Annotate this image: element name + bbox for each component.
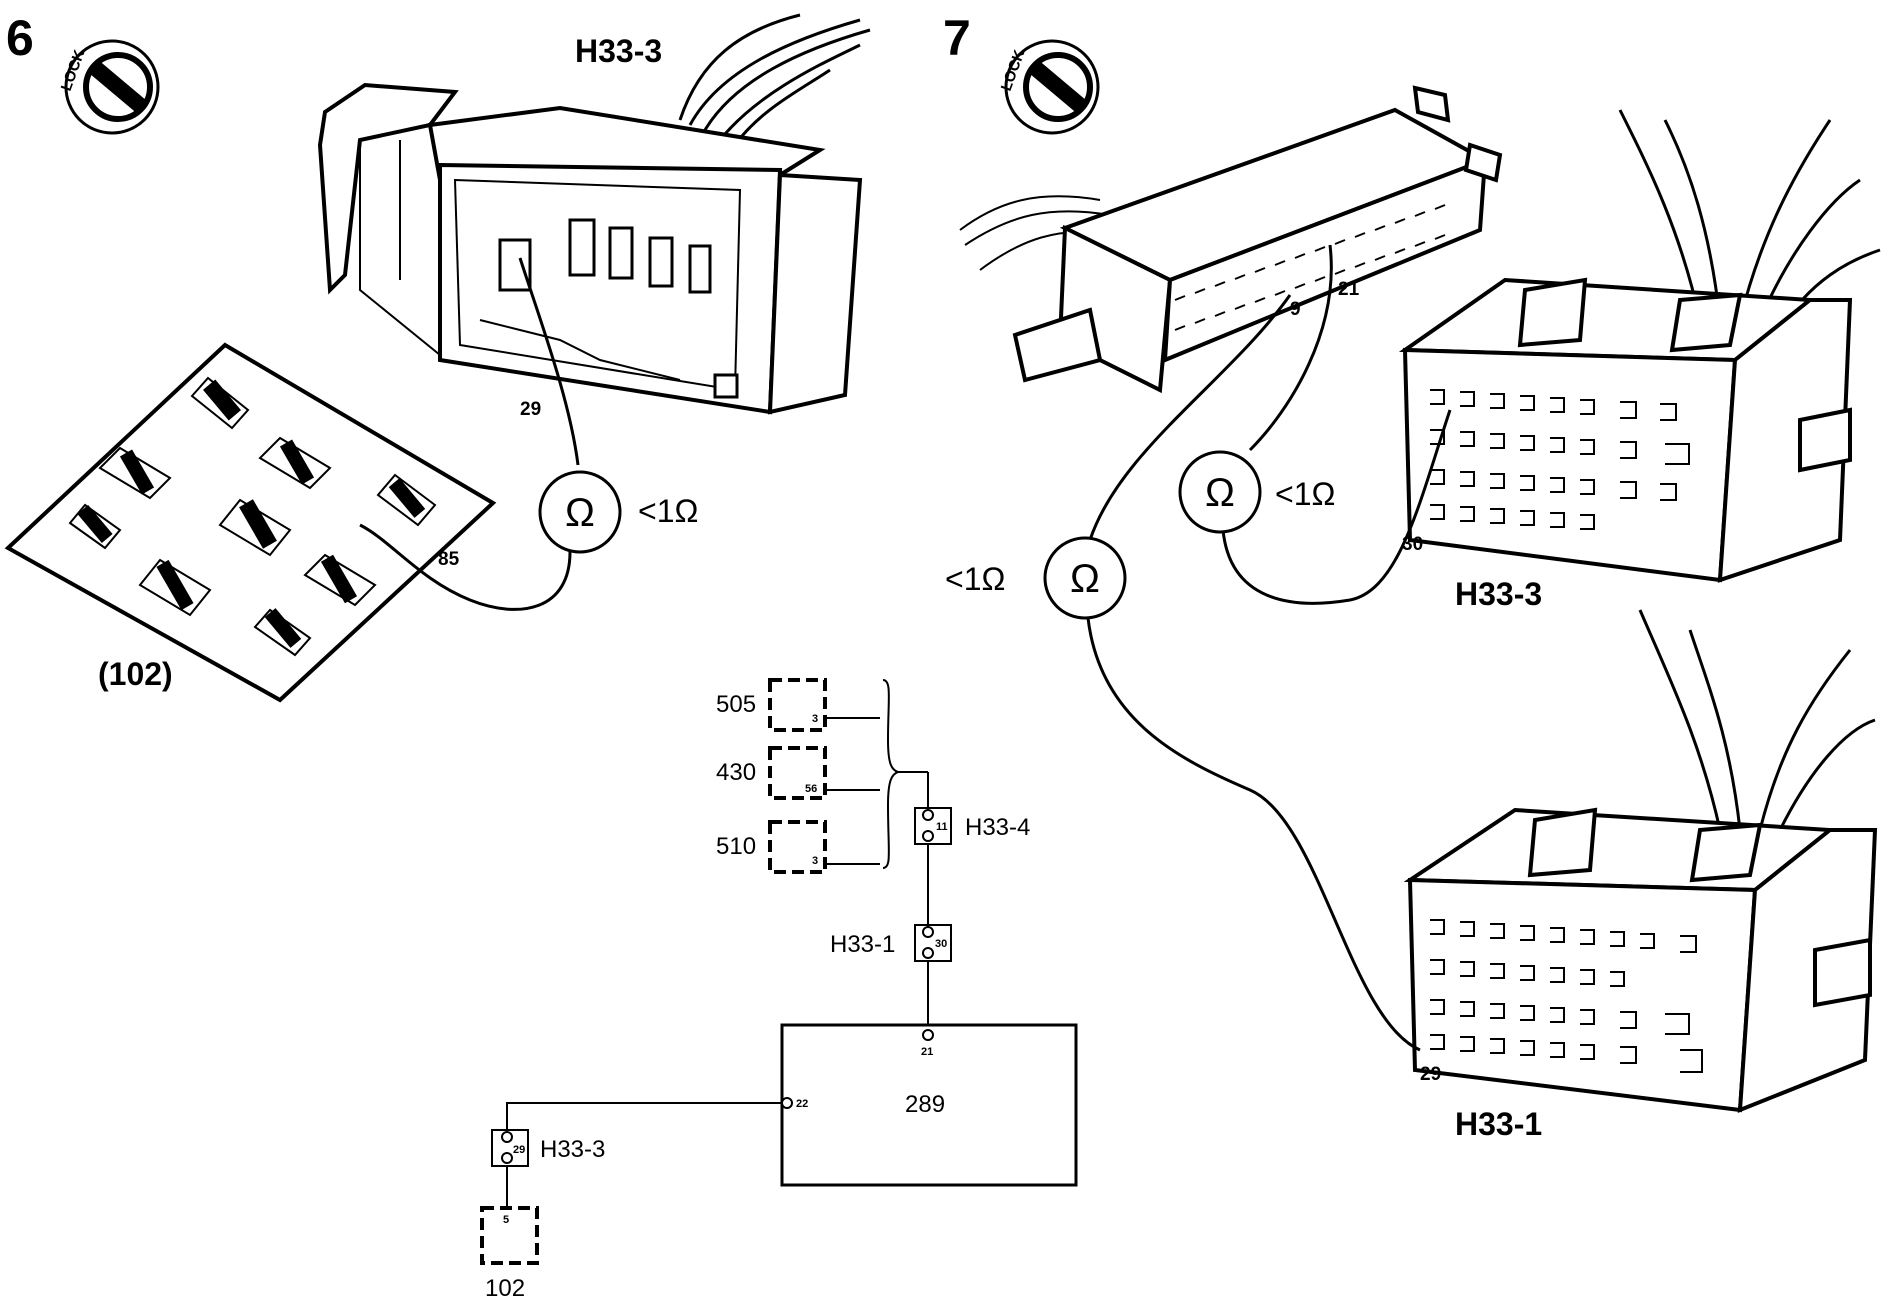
component-505-pin: 3 (812, 713, 818, 725)
relay-socket (68, 376, 437, 657)
resistance-reading: <1Ω (638, 493, 698, 529)
ecu-pin-9: 9 (1290, 299, 1301, 320)
component-430-pin: 56 (805, 783, 817, 795)
relay-plate-102: (102) (4, 342, 497, 703)
component-505-box (768, 678, 827, 732)
ecu-pin-22: 22 (796, 1098, 808, 1110)
relay-102-box (480, 1206, 539, 1265)
connector-pin-grid (1430, 389, 1690, 530)
component-505-label: 505 (716, 691, 756, 718)
ohmmeter-step6: Ω <1Ω 29 85 (359, 257, 698, 611)
h33-3-connector-drawing (317, 82, 863, 415)
h33-3-connector-drawing: 30 H33-3 (1398, 109, 1881, 612)
relay-102-label: 102 (485, 1275, 525, 1302)
connector-h33-1-pin: 30 (935, 938, 947, 950)
ohmmeter-step7-upper: Ω <1Ω (1178, 244, 1452, 605)
ecu-connector-drawing: 9 21 (959, 85, 1503, 394)
resistance-reading: <1Ω (1275, 476, 1335, 512)
ohmmeter-icon (1178, 450, 1262, 534)
connector-h33-4-pin: 11 (936, 821, 948, 833)
resistance-reading: <1Ω (945, 561, 1005, 597)
ignition-lock-icon: LOCK (998, 39, 1100, 135)
ohm-symbol: Ω (1070, 557, 1100, 601)
ohmmeter-icon (1043, 536, 1127, 620)
group-brace (882, 679, 902, 869)
ecu-pin-21: 21 (1338, 279, 1360, 300)
h33-1-connector-label: H33-1 (1455, 1106, 1542, 1142)
component-430-box (768, 746, 827, 800)
ohmmeter-icon (538, 470, 622, 554)
step-6-number: 6 (6, 10, 34, 66)
h33-3-connector-label: H33-3 (1455, 576, 1542, 612)
relay-plate-label: (102) (98, 656, 173, 692)
relay-102-pin: 5 (503, 1214, 509, 1226)
ohm-symbol: Ω (1205, 471, 1235, 515)
ecu-pin-21: 21 (921, 1046, 933, 1058)
h33-3-connector-label: H33-3 (575, 33, 662, 69)
step-7-number: 7 (943, 10, 971, 66)
connector-pin-29: 29 (1420, 1064, 1441, 1085)
connector-pin-30: 30 (1402, 534, 1423, 555)
ohm-symbol: Ω (565, 491, 595, 535)
connector-h33-4-label: H33-4 (965, 814, 1030, 841)
connector-h33-3-pin: 29 (513, 1144, 525, 1156)
connector-pin-29: 29 (520, 399, 541, 420)
component-510-pin: 3 (812, 855, 818, 867)
connector-pin-grid (1430, 919, 1703, 1073)
ohmmeter-step7-lower: Ω <1Ω (945, 294, 1421, 1052)
step-7: 7 LOCK 9 21 (943, 10, 1881, 1142)
component-430-label: 430 (716, 759, 756, 786)
wiring-schematic: 505 3 430 56 510 3 11 H33-4 30 H33-1 (480, 678, 1078, 1302)
h33-1-connector-drawing: 29 H33-1 (1403, 609, 1878, 1142)
connector-h33-1-label: H33-1 (830, 931, 895, 958)
component-510-label: 510 (716, 833, 756, 860)
component-510-box (768, 820, 827, 874)
wire-harness (678, 13, 871, 146)
connector-h33-3-label: H33-3 (540, 1136, 605, 1163)
ignition-lock-icon: LOCK (58, 39, 160, 135)
ecu-289-label: 289 (905, 1091, 945, 1118)
ecu-pin-rows (1174, 204, 1446, 331)
relay-pin-85: 85 (438, 549, 460, 570)
step-6: 6 LOCK H33-3 (4, 10, 871, 703)
